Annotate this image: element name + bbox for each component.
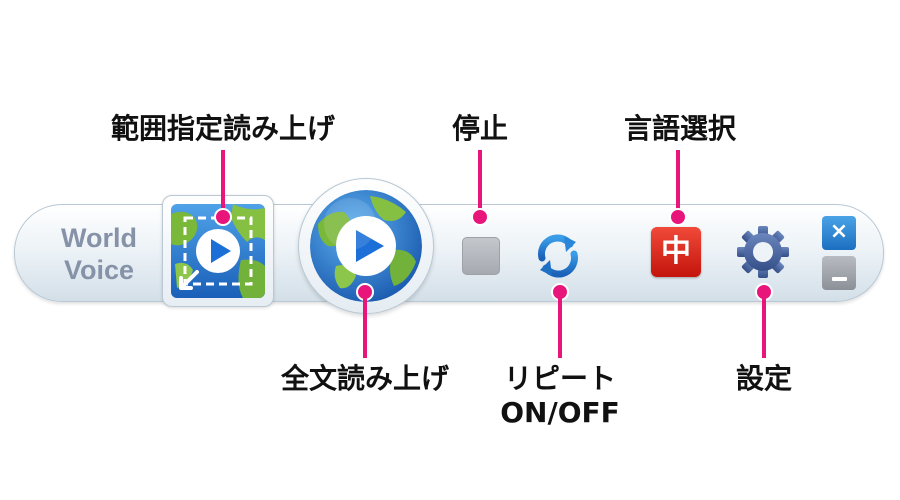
callout-line-full-read — [363, 292, 367, 358]
minimize-icon — [832, 277, 847, 281]
callout-line-stop — [478, 150, 482, 216]
repeat-arrows-icon — [538, 234, 578, 278]
brand-line-2: Voice — [63, 255, 135, 285]
repeat-toggle-button[interactable] — [530, 228, 586, 284]
callout-line-language — [676, 150, 680, 218]
callout-line-settings — [762, 292, 766, 358]
callout-label-repeat-line-2: ON/OFF — [500, 396, 620, 429]
close-button[interactable]: × — [822, 216, 856, 250]
callout-line-range-read — [221, 150, 225, 216]
callout-label-range-read: 範囲指定読み上げ — [110, 112, 335, 145]
brand-line-1: World — [61, 223, 137, 253]
callout-line-repeat — [558, 292, 562, 358]
gear-icon — [737, 226, 789, 278]
callout-label-stop: 停止 — [451, 112, 508, 145]
callout-label-repeat: リピート ON/OFF — [480, 362, 640, 430]
callout-label-repeat-line-1: リピート — [503, 362, 616, 395]
callout-label-settings: 設定 — [735, 362, 792, 395]
callout-dot-stop — [471, 208, 489, 226]
minimize-button[interactable] — [822, 256, 856, 290]
stop-button[interactable] — [462, 237, 500, 275]
language-select-button[interactable]: 中 — [651, 227, 701, 277]
close-icon: × — [829, 219, 849, 244]
globe-play-icon — [310, 190, 422, 302]
settings-button[interactable] — [735, 224, 791, 280]
brand-logo: World Voice — [44, 222, 154, 286]
callout-dot-range-read — [214, 208, 232, 226]
callout-label-full-read: 全文読み上げ — [280, 362, 449, 395]
callout-dot-language — [669, 208, 687, 226]
callout-label-language: 言語選択 — [623, 112, 736, 145]
